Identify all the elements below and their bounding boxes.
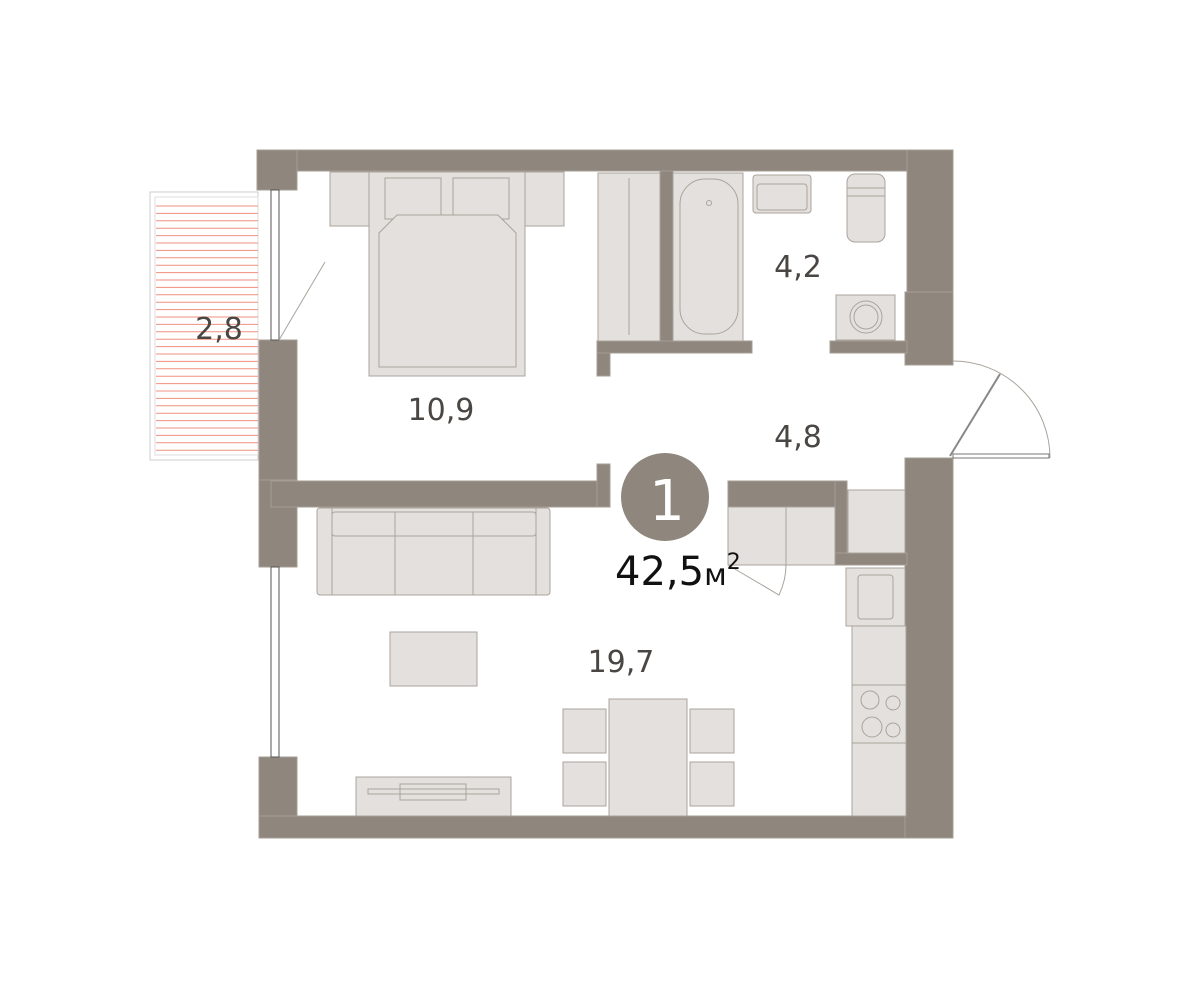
apartment-number-badge (621, 453, 709, 541)
counter (851, 625, 907, 686)
dishwasher (847, 489, 906, 554)
kitchen (727, 489, 907, 817)
nightstand-left (329, 171, 371, 227)
living-furniture (316, 507, 735, 817)
entrance-door[interactable] (949, 360, 1051, 459)
coffee-table (389, 631, 478, 687)
balcony-door-swing (278, 261, 326, 341)
sink (752, 174, 812, 214)
windows (270, 189, 326, 758)
room-area-balcony: 2,8 (195, 312, 243, 347)
tv-stand (355, 776, 512, 817)
room-area-living: 19,7 (588, 645, 655, 680)
bathroom-fixtures (597, 172, 896, 342)
nightstand-right (524, 171, 565, 227)
chair (689, 761, 735, 807)
room-area-hallway: 4,8 (774, 420, 822, 455)
chair (689, 708, 735, 754)
chair (562, 761, 607, 807)
counter (851, 742, 907, 817)
apartment-number: 1 (649, 469, 685, 534)
room-area-bathroom: 4,2 (774, 250, 822, 285)
room-area-bedroom: 10,9 (408, 393, 475, 428)
chair (562, 708, 607, 754)
toilet (846, 173, 886, 243)
pillow (384, 177, 442, 220)
fridge (727, 506, 836, 566)
balcony (149, 191, 259, 461)
kitchen-sink (845, 567, 906, 627)
pillow (452, 177, 510, 220)
bed (329, 171, 565, 377)
total-area: 42,5м2 (615, 549, 741, 595)
balcony-deck-lines (156, 205, 258, 451)
walls (256, 149, 954, 839)
dining-table (608, 698, 688, 817)
